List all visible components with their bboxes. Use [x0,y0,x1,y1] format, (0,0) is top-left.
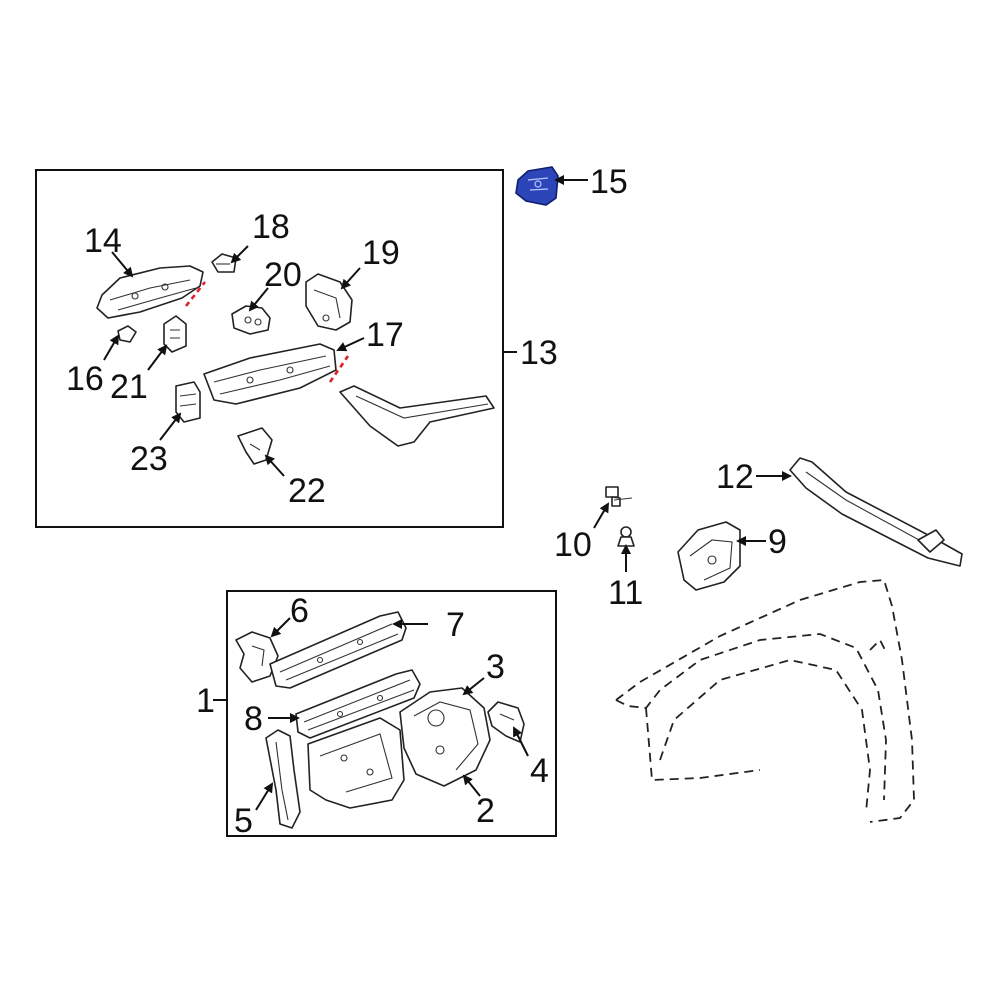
part-12[interactable] [789,457,963,567]
part-rear-member[interactable] [339,385,495,447]
leader-lines [103,175,792,811]
callout-14[interactable]: 14 [84,222,122,260]
part-15-highlighted[interactable] [515,166,559,206]
part-7[interactable] [269,611,407,689]
callout-3[interactable]: 3 [486,648,505,686]
callout-2[interactable]: 2 [476,792,495,830]
callout-7[interactable]: 7 [446,606,465,644]
callout-21[interactable]: 21 [110,368,148,406]
part-16[interactable] [117,325,137,343]
callout-10[interactable]: 10 [554,526,592,564]
callout-9[interactable]: 9 [768,523,787,561]
group-box-13 [35,169,504,528]
callout-4[interactable]: 4 [530,752,549,790]
part-18[interactable] [211,253,237,273]
callout-16[interactable]: 16 [66,360,104,398]
callout-17[interactable]: 17 [366,316,404,354]
part-19[interactable] [305,273,353,331]
callout-1[interactable]: 1 [196,682,215,720]
part-10-bolt[interactable] [605,486,633,507]
callout-6[interactable]: 6 [290,592,309,630]
part-17[interactable] [203,343,350,405]
part-23[interactable] [175,381,201,423]
callout-18[interactable]: 18 [252,208,290,246]
fender-outline [615,579,915,823]
callout-12[interactable]: 12 [716,458,754,496]
callout-11[interactable]: 11 [608,574,643,612]
part-11-clip[interactable] [617,526,635,547]
part-apron-panel[interactable] [307,717,405,809]
part-14[interactable] [96,265,207,319]
callout-20[interactable]: 20 [264,256,302,294]
callout-8[interactable]: 8 [244,700,263,738]
part-21[interactable] [163,315,187,353]
group-box-1 [226,590,557,837]
part-5[interactable] [265,729,301,829]
part-8[interactable] [295,669,421,739]
callout-13[interactable]: 13 [520,334,558,372]
part-9[interactable] [677,521,741,591]
callout-labels: 1 2 3 4 5 6 7 8 9 10 11 12 13 14 15 16 1… [66,163,787,840]
callout-5[interactable]: 5 [234,802,253,840]
part-20[interactable] [231,305,271,335]
callout-22[interactable]: 22 [288,472,326,510]
callout-19[interactable]: 19 [362,234,400,272]
part-6[interactable] [235,631,279,683]
callout-15[interactable]: 15 [590,163,628,201]
part-22[interactable] [237,427,273,465]
part-2[interactable] [399,687,491,787]
callout-23[interactable]: 23 [130,440,168,478]
